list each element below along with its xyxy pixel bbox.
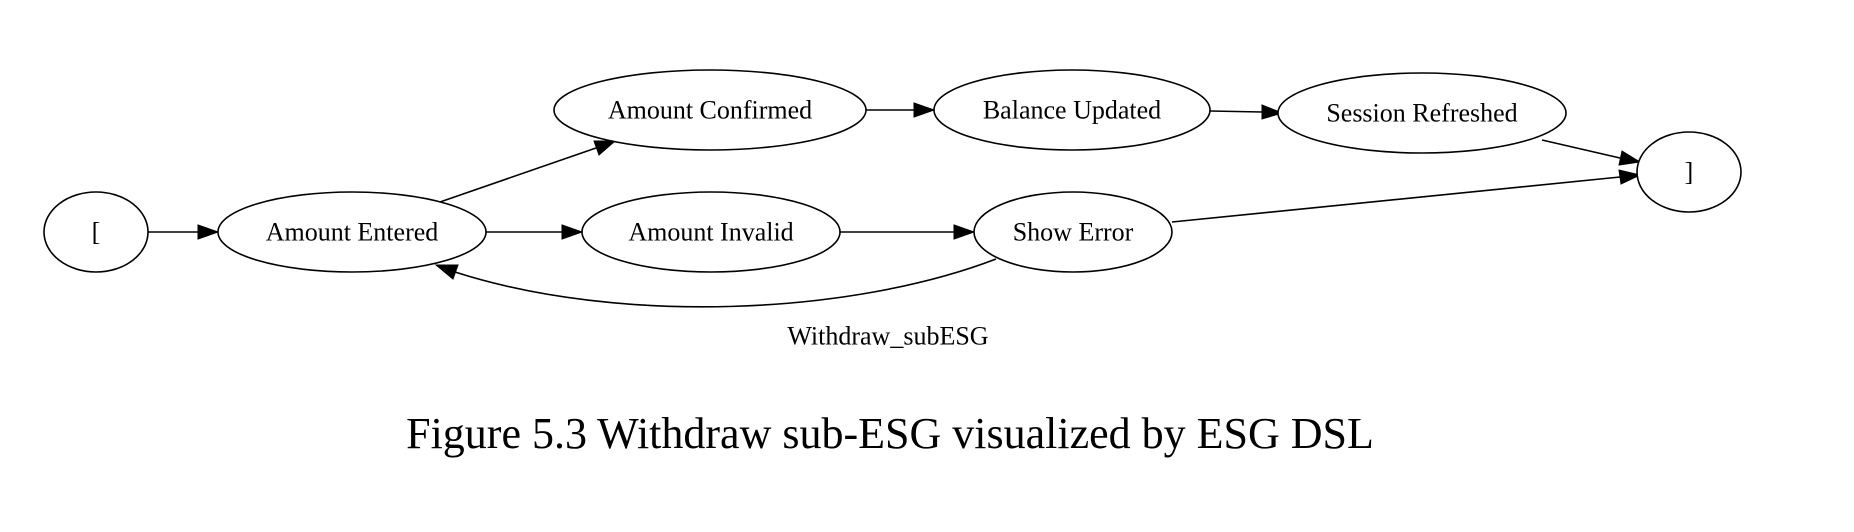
edge-show-error-to-end <box>1171 176 1621 223</box>
node-session-refreshed-label: Session Refreshed <box>1326 99 1517 128</box>
node-amount-entered: Amount Entered <box>217 191 487 273</box>
edge-show-error-to-end-arrowhead <box>1618 169 1642 185</box>
edge-amount-entered-to-amount-confirmed <box>439 147 597 203</box>
edge-amount-confirmed-to-balance-updated-arrowhead <box>913 102 936 118</box>
node-balance-updated-label: Balance Updated <box>983 96 1161 125</box>
nodes: [ Amount Entered Amount Confirmed Amount… <box>43 69 1742 273</box>
figure-caption: Figure 5.3 Withdraw sub-ESG visualized b… <box>406 409 1374 458</box>
edge-amount-entered-to-amount-confirmed-arrowhead <box>593 140 617 156</box>
node-end: ] <box>1636 131 1742 213</box>
node-show-error-label: Show Error <box>1013 218 1134 247</box>
node-amount-confirmed: Amount Confirmed <box>553 69 867 151</box>
edges <box>148 102 1642 308</box>
node-session-refreshed: Session Refreshed <box>1277 72 1567 154</box>
node-start-label: [ <box>92 218 101 247</box>
node-amount-entered-label: Amount Entered <box>266 218 439 247</box>
node-amount-invalid-label: Amount Invalid <box>628 218 793 247</box>
edge-amount-entered-to-amount-invalid-arrowhead <box>561 224 584 240</box>
edge-start-to-amount-entered-arrowhead <box>197 224 220 240</box>
node-start: [ <box>43 191 149 273</box>
node-amount-invalid: Amount Invalid <box>581 191 841 273</box>
state-diagram: [ Amount Entered Amount Confirmed Amount… <box>43 69 1742 351</box>
edge-balance-updated-to-session-refreshed-arrowhead <box>1261 104 1284 120</box>
edge-show-error-to-amount-entered <box>454 258 997 308</box>
edge-balance-updated-to-session-refreshed <box>1209 110 1263 113</box>
node-balance-updated: Balance Updated <box>933 69 1211 151</box>
edge-show-error-to-amount-entered-arrowhead <box>434 264 459 280</box>
edge-session-refreshed-to-end-arrowhead <box>1618 150 1642 166</box>
node-end-label: ] <box>1685 158 1694 187</box>
edge-session-refreshed-to-end <box>1541 139 1621 159</box>
graph-label: Withdraw_subESG <box>787 322 988 351</box>
node-show-error: Show Error <box>973 191 1173 273</box>
edge-amount-invalid-to-show-error-arrowhead <box>953 224 976 240</box>
node-amount-confirmed-label: Amount Confirmed <box>608 96 812 125</box>
